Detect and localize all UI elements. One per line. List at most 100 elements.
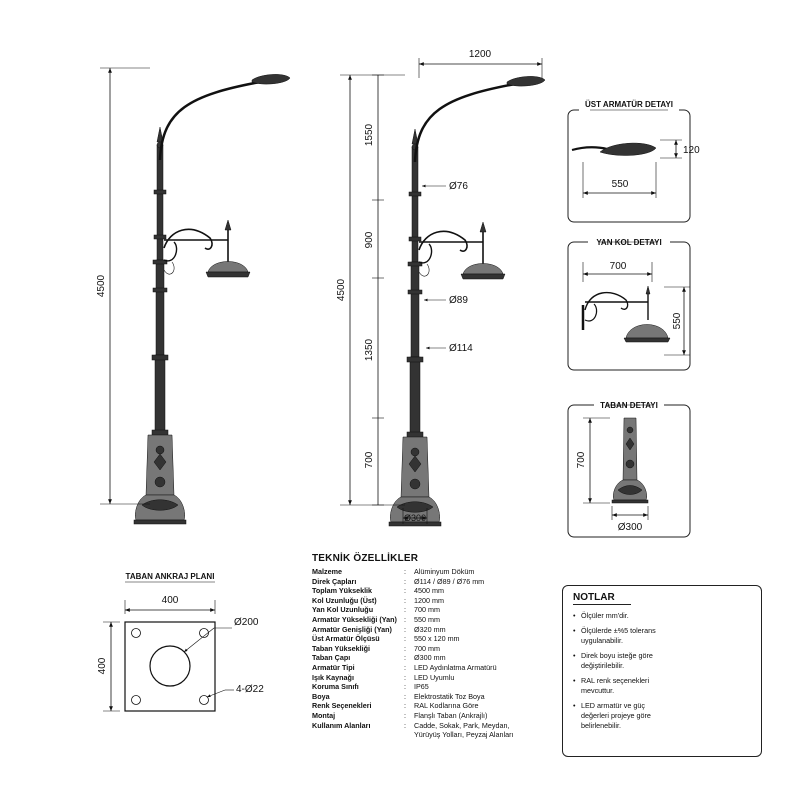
spec-colon: : xyxy=(404,567,406,576)
spec-key: Kullanım Alanları xyxy=(312,720,371,730)
note-line: Ölçüler mm'dir. xyxy=(581,611,629,620)
spec-key xyxy=(312,730,404,740)
notes-title: NOTLAR xyxy=(573,592,615,603)
note-line: Direk boyu isteğe göre xyxy=(581,651,653,660)
bolt-hole-label: 4-Ø22 xyxy=(236,684,264,695)
spec-colon: : xyxy=(404,634,406,644)
side-detail-height: 550 xyxy=(672,312,683,329)
spec-colon: : xyxy=(404,653,406,663)
note-line: RAL renk seçenekleri xyxy=(581,676,650,685)
bolt-hole xyxy=(199,628,209,638)
note-line: mevcuttur. xyxy=(581,686,615,695)
dia-mid-label: Ø89 xyxy=(449,295,468,306)
spec-value: Yürüyüş Yolları, Peyzaj Alanları xyxy=(414,730,514,740)
spec-key: Koruma Sınıfı xyxy=(312,682,359,692)
anchor-plan-title: TABAN ANKRAJ PLANI xyxy=(126,572,215,581)
spec-row: Üst Armatür Ölçüsü:550 x 120 mm xyxy=(312,634,552,644)
note-line: uygulanabilir. xyxy=(581,636,623,645)
anchor-width-label: 400 xyxy=(162,595,179,606)
spec-value: Ø114 / Ø89 / Ø76 mm xyxy=(414,576,485,586)
spec-colon: : xyxy=(404,624,406,634)
pole-elevation-left: 4500 xyxy=(96,67,292,526)
spec-colon: : xyxy=(404,682,406,692)
spec-row: Taban Çapı:Ø300 mm xyxy=(312,653,552,663)
note-bullet: • xyxy=(573,676,576,685)
spec-row: Armatür Tipi:LED Aydınlatma Armatürü xyxy=(312,663,552,673)
base-detail-height: 700 xyxy=(576,451,587,468)
spec-key: Yan Kol Uzunluğu xyxy=(312,605,374,615)
bolt-hole xyxy=(199,695,209,705)
seg-mid-label: 900 xyxy=(364,231,375,248)
notes-box: NOTLAR • Ölçüler mm'dir. • Ölçülerde ±%5 to… xyxy=(562,585,762,757)
top-detail-width: 550 xyxy=(612,179,629,190)
spec-row: Yan Kol Uzunluğu:700 mm xyxy=(312,605,552,615)
seg-base-label: 700 xyxy=(364,451,375,468)
base-detail: TABAN DETAYI 700 Ø300 xyxy=(567,398,691,538)
spec-key: Renk Seçenekleri xyxy=(312,701,372,711)
spec-value: Alüminyum Döküm xyxy=(414,567,475,576)
dia-low-label: Ø114 xyxy=(449,343,473,354)
spec-value: 700 mm xyxy=(414,605,440,615)
spec-colon: : xyxy=(404,576,406,586)
spec-value: Elektrostatik Toz Boya xyxy=(414,691,485,701)
spec-title: TEKNİK ÖZELLİKLER xyxy=(312,553,419,564)
spec-value: LED Uyumlu xyxy=(414,672,455,682)
spec-row: Direk Çapları:Ø114 / Ø89 / Ø76 mm xyxy=(312,577,552,587)
spec-key: Montaj xyxy=(312,710,336,720)
spec-row: Armatür Yüksekliği (Yan):550 mm xyxy=(312,615,552,625)
spec-row: Renk Seçenekleri:RAL Kodlarına Göre xyxy=(312,701,552,711)
dia-top-label: Ø76 xyxy=(449,181,468,192)
top-luminaire-detail: ÜST ARMATÜR DETAYI 120 550 xyxy=(567,99,700,223)
spec-value: 4500 mm xyxy=(414,586,444,596)
center-hole-label: Ø200 xyxy=(234,617,259,628)
anchor-plan: TABAN ANKRAJ PLANI 400 400 Ø200 4-Ø22 xyxy=(97,572,264,712)
spec-row: Işık Kaynağı:LED Uyumlu xyxy=(312,673,552,683)
spec-value: 1200 mm xyxy=(414,595,444,605)
note-bullet: • xyxy=(573,701,576,710)
note-line: Ölçülerde ±%5 tolerans xyxy=(581,626,656,635)
spec-value: Cadde, Sokak, Park, Meydan, xyxy=(414,720,510,730)
base-detail-title: TABAN DETAYI xyxy=(600,401,658,410)
spec-key: Armatür Tipi xyxy=(312,662,355,672)
spec-colon xyxy=(404,730,414,740)
spec-row: Boya: Elektrostatik Toz Boya xyxy=(312,692,552,702)
note-bullet: • xyxy=(573,651,576,660)
spec-colon: : xyxy=(404,672,406,682)
note-item: • Ölçüler mm'dir. xyxy=(573,611,751,621)
spec-row: Malzeme:Alüminyum Döküm xyxy=(312,567,552,577)
note-bullet: • xyxy=(573,626,576,635)
spec-colon: : xyxy=(404,710,406,720)
center-hole xyxy=(149,645,191,687)
spec-row: Koruma Sınıfı:IP65 xyxy=(312,682,552,692)
spec-table: TEKNİK ÖZELLİKLER Malzeme:Alüminyum Dökü… xyxy=(312,553,552,740)
side-detail-width: 700 xyxy=(610,261,627,272)
spec-colon: : xyxy=(404,643,406,653)
note-bullet: • xyxy=(573,611,576,620)
spec-value: Ø320 mm xyxy=(414,624,446,634)
spec-row: Yürüyüş Yolları, Peyzaj Alanları xyxy=(312,730,552,740)
spec-key: Armatür Yüksekliği (Yan) xyxy=(312,614,397,624)
spec-colon: : xyxy=(404,605,406,615)
bolt-hole xyxy=(131,628,141,638)
note-line: değerleri projeye göre xyxy=(581,711,651,720)
spec-colon: : xyxy=(404,691,406,701)
spec-row: Armatür Genişliği (Yan): Ø320 mm xyxy=(312,625,552,635)
spec-key: Armatür Genişliği (Yan) xyxy=(312,624,392,634)
side-arm-detail: YAN KOL DETAYI 700 550 xyxy=(567,236,691,371)
spec-key: Boya xyxy=(312,691,330,701)
total-height-right-label: 4500 xyxy=(336,278,347,301)
note-line: değiştirilebilir. xyxy=(581,661,625,670)
spec-row: Kol Uzunluğu (Üst):1200 mm xyxy=(312,596,552,606)
spec-value: 550 x 120 mm xyxy=(414,634,460,644)
spec-row: Taban Yüksekliği:700 mm xyxy=(312,644,552,654)
spec-row: Toplam Yükseklik:4500 mm xyxy=(312,586,552,596)
